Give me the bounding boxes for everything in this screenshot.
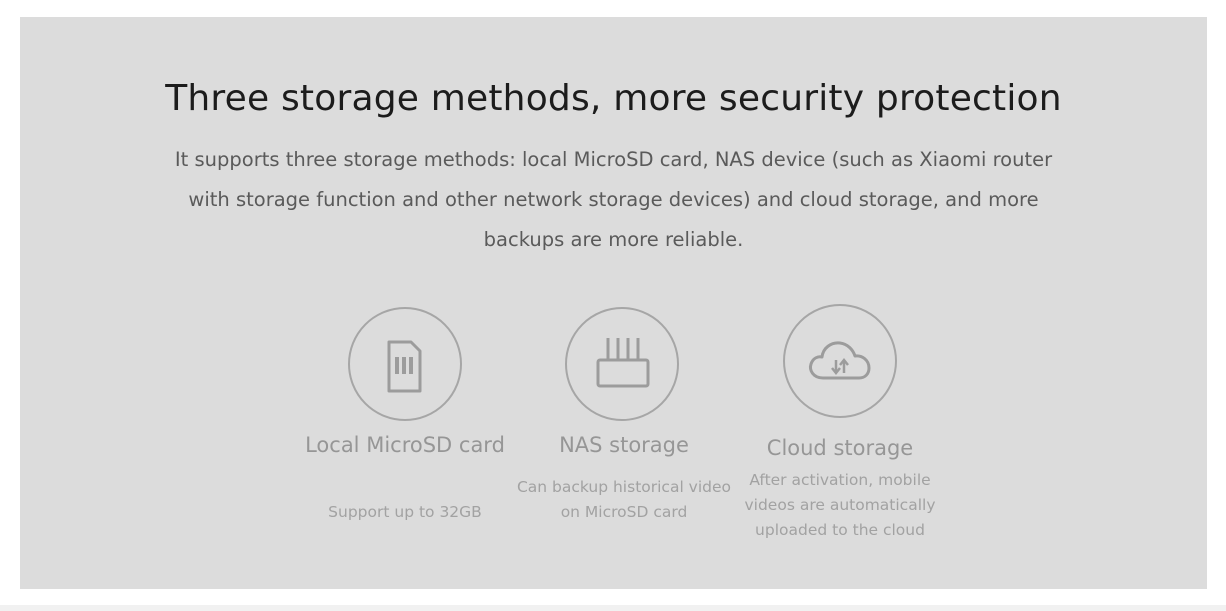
cloud-sync-icon (809, 341, 871, 380)
feature-title-microsd: Local MicroSD card (305, 433, 505, 457)
feature-desc-microsd: Support up to 32GB (328, 503, 482, 521)
feature-desc-nas: Can backup historical video on MicroSD c… (516, 478, 732, 521)
router-icon (596, 338, 650, 388)
feature-desc-cloud: After activation, mobile videos are auto… (744, 471, 936, 539)
feature-title-nas: NAS storage (559, 433, 689, 457)
bottom-divider (0, 605, 1226, 611)
feature-title-cloud: Cloud storage (766, 436, 914, 460)
microsd-card-icon (387, 340, 422, 393)
storage-section: Three storage methods, more security pro… (20, 17, 1207, 589)
microsd-icon-circle (348, 307, 462, 421)
cloud-icon-circle (783, 304, 897, 418)
nas-icon-circle (565, 307, 679, 421)
section-description: It supports three storage methods: local… (174, 148, 1053, 251)
section-title: Three storage methods, more security pro… (165, 78, 1062, 119)
